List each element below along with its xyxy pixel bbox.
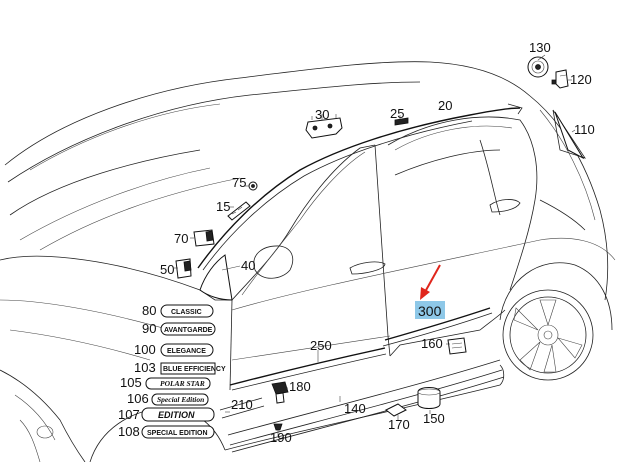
badge-special-edition: SPECIAL EDITION — [141, 425, 215, 439]
door-molding-250 — [229, 347, 387, 391]
callout-140: 140 — [344, 401, 366, 416]
part-70-bracket — [193, 229, 215, 247]
callout-107: 107 — [118, 407, 140, 422]
part-150-cap — [417, 387, 441, 409]
callout-103: 103 — [134, 360, 156, 375]
rocker-trim-210 — [219, 397, 265, 419]
callout-105: 105 — [120, 375, 142, 390]
callout-160: 160 — [421, 336, 443, 351]
badge-list: 80 CLASSIC 90 AVANTGARDE 100 ELEGANCE 10… — [118, 303, 226, 439]
part-15-clip-strip — [227, 201, 251, 221]
part-170-clip — [385, 403, 407, 417]
part-130-speaker — [527, 56, 549, 78]
badge-special-edition-label: SPECIAL EDITION — [147, 430, 208, 437]
callout-40: 40 — [241, 258, 255, 273]
badge-edition-label: EDITION — [158, 410, 195, 420]
callout-250: 250 — [310, 338, 332, 353]
callout-70: 70 — [174, 231, 188, 246]
callout-25: 25 — [390, 106, 404, 121]
callout-15: 15 — [216, 199, 230, 214]
callout-50: 50 — [160, 262, 174, 277]
part-25-clip — [394, 117, 409, 126]
callout-130: 130 — [529, 40, 551, 55]
callout-150: 150 — [423, 411, 445, 426]
leader-lines — [174, 54, 576, 436]
callout-20: 20 — [438, 98, 452, 113]
badge-elegance: ELEGANCE — [160, 343, 214, 357]
callout-300: 300 — [418, 303, 442, 319]
badge-elegance-label: ELEGANCE — [167, 348, 206, 355]
red-arrow-indicator — [420, 264, 441, 300]
part-190-screw — [273, 423, 283, 431]
badge-polar-star-label: POLAR STAR — [160, 379, 205, 388]
part-75-clip — [248, 181, 258, 191]
badge-special-edition-script: Special Edition — [151, 393, 209, 406]
part-110-triangle-trim — [554, 111, 585, 160]
callout-100: 100 — [134, 342, 156, 357]
badge-classic-label: CLASSIC — [171, 309, 202, 316]
part-160-clip — [447, 337, 467, 355]
badge-avantgarde-label: AVANTGARDE — [164, 327, 213, 334]
callout-75: 75 — [232, 175, 246, 190]
car-body-outline — [0, 61, 616, 462]
badge-special-edition-script-label: Special Edition — [157, 395, 204, 404]
badge-classic: CLASSIC — [160, 304, 214, 318]
callout-110: 110 — [574, 122, 595, 137]
callout-190: 190 — [270, 430, 292, 445]
badge-polar-star: POLAR STAR — [145, 377, 211, 390]
callout-300-highlight — [415, 301, 445, 319]
part-180-clip — [271, 381, 289, 404]
callout-108: 108 — [118, 424, 140, 439]
badge-edition: EDITION — [141, 407, 215, 422]
callout-90: 90 — [142, 321, 156, 336]
badge-avantgarde: AVANTGARDE — [160, 322, 216, 336]
part-120-clip — [551, 69, 569, 89]
callout-labels: 130 120 110 20 25 30 75 15 70 50 40 300 … — [160, 40, 595, 445]
callout-30: 30 — [315, 107, 329, 122]
callout-210: 210 — [231, 397, 253, 412]
door-molding-300 — [382, 307, 493, 347]
callout-120: 120 — [570, 72, 592, 87]
callout-180: 180 — [289, 379, 311, 394]
badge-blue-efficiency: BLUE EFFICIENCY — [160, 362, 226, 375]
rocker-trim-140 — [227, 359, 505, 453]
part-50-bracket — [175, 258, 192, 279]
badge-blue-efficiency-label: BLUE EFFICIENCY — [163, 366, 226, 373]
callout-106: 106 — [127, 391, 149, 406]
part-40-mirror-trim — [199, 254, 233, 301]
callout-170: 170 — [388, 417, 410, 432]
part-30-bracket — [305, 114, 343, 139]
callout-80: 80 — [142, 303, 156, 318]
roof-rail-molding — [197, 103, 523, 271]
